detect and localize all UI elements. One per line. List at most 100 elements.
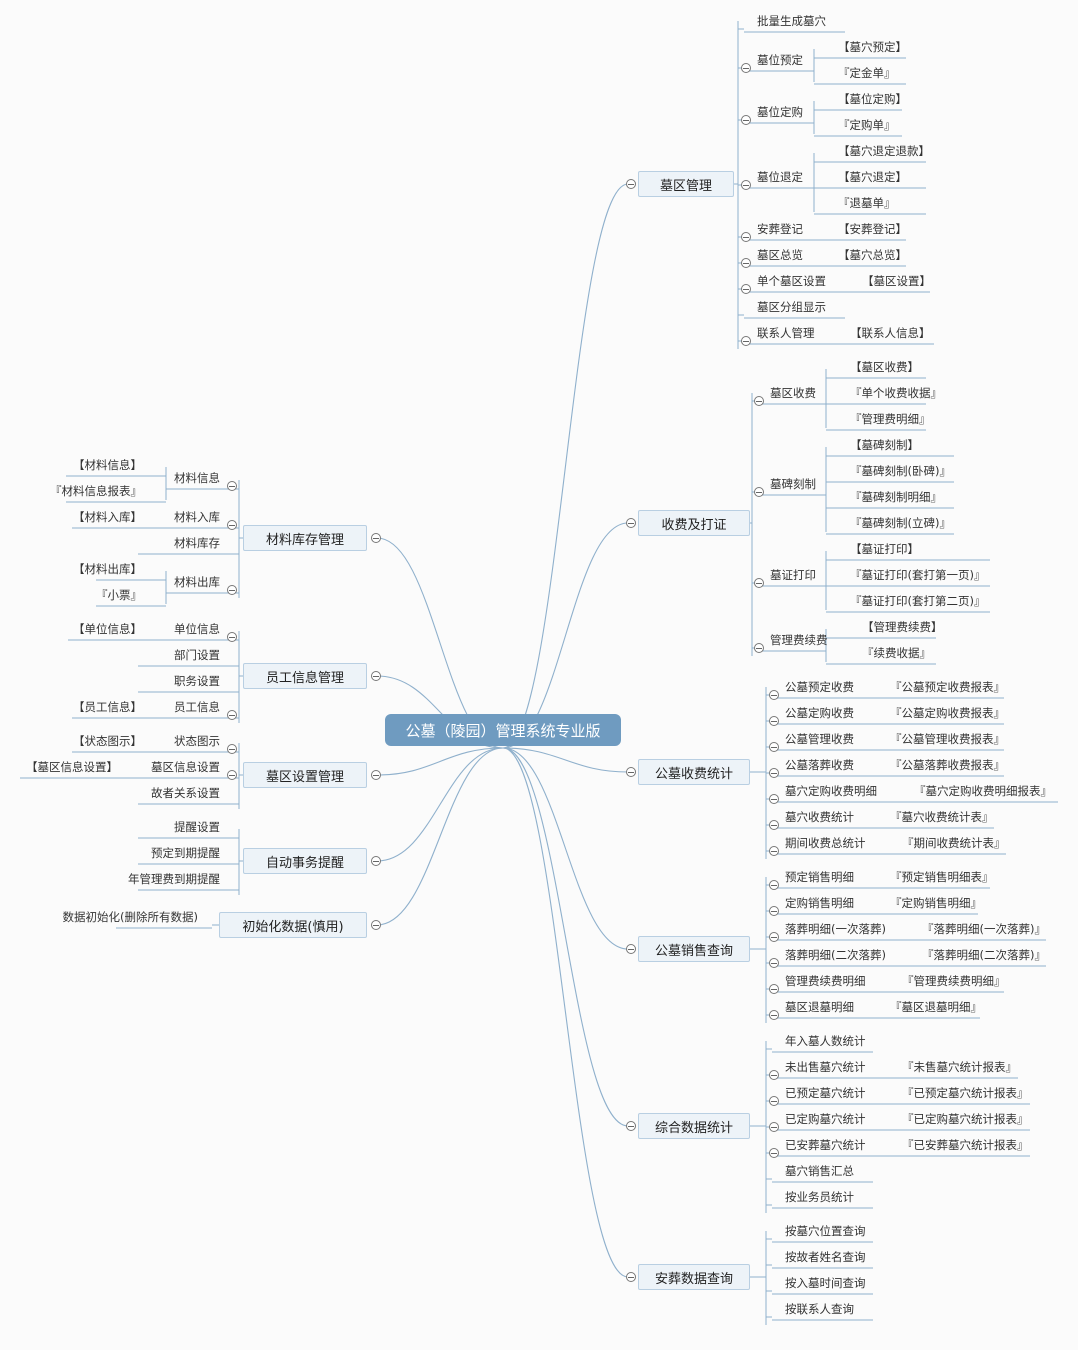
menu-item[interactable]: 职务设置 bbox=[174, 674, 220, 688]
menu-item[interactable]: 状态图示 bbox=[174, 734, 220, 748]
function-item[interactable]: 『已预定墓穴统计报表』 bbox=[902, 1086, 1029, 1100]
item-collapse-icon[interactable] bbox=[227, 520, 237, 530]
menu-item[interactable]: 按业务员统计 bbox=[785, 1190, 854, 1204]
menu-item[interactable]: 员工信息 bbox=[174, 700, 220, 714]
item-collapse-icon[interactable] bbox=[769, 932, 779, 942]
function-item[interactable]: 【管理费续费】 bbox=[862, 620, 943, 634]
menu-item[interactable]: 墓区收费 bbox=[770, 386, 816, 400]
menu-item[interactable]: 公墓落葬收费 bbox=[785, 758, 854, 772]
function-item[interactable]: 『退墓单』 bbox=[838, 196, 896, 210]
item-collapse-icon[interactable] bbox=[769, 1122, 779, 1132]
function-item[interactable]: 『管理费明细』 bbox=[850, 412, 931, 426]
function-item[interactable]: 【墓区设置】 bbox=[862, 274, 931, 288]
item-collapse-icon[interactable] bbox=[227, 585, 237, 595]
item-collapse-icon[interactable] bbox=[769, 768, 779, 778]
branch-mqgl[interactable]: 墓区管理 bbox=[638, 171, 734, 197]
function-item[interactable]: 『墓证打印(套打第二页)』 bbox=[850, 594, 986, 608]
menu-item[interactable]: 按故者姓名查询 bbox=[785, 1250, 866, 1264]
item-collapse-icon[interactable] bbox=[741, 258, 751, 268]
function-item[interactable]: 『材料信息报表』 bbox=[50, 484, 142, 498]
menu-item[interactable]: 管理费续费明细 bbox=[785, 974, 866, 988]
branch-gmxs[interactable]: 公墓销售查询 bbox=[638, 936, 750, 962]
item-collapse-icon[interactable] bbox=[754, 487, 764, 497]
menu-item[interactable]: 联系人管理 bbox=[757, 326, 815, 340]
function-item[interactable]: 『管理费续费明细』 bbox=[902, 974, 1006, 988]
function-item[interactable]: 『落葬明细(二次落葬)』 bbox=[922, 948, 1046, 962]
menu-item[interactable]: 预定销售明细 bbox=[785, 870, 854, 884]
item-collapse-icon[interactable] bbox=[741, 232, 751, 242]
function-item[interactable]: 『墓证打印(套打第一页)』 bbox=[850, 568, 986, 582]
menu-item[interactable]: 材料库存 bbox=[174, 536, 220, 550]
menu-item[interactable]: 已定购墓穴统计 bbox=[785, 1112, 866, 1126]
function-item[interactable]: 『单个收费收据』 bbox=[850, 386, 942, 400]
menu-item[interactable]: 公墓定购收费 bbox=[785, 706, 854, 720]
item-collapse-icon[interactable] bbox=[227, 744, 237, 754]
function-item[interactable]: 【墓穴退定】 bbox=[838, 170, 907, 184]
function-item[interactable]: 【墓区收费】 bbox=[850, 360, 919, 374]
item-collapse-icon[interactable] bbox=[769, 1070, 779, 1080]
branch-mqsz[interactable]: 墓区设置管理 bbox=[243, 762, 367, 788]
function-item[interactable]: 『未售墓穴统计报表』 bbox=[902, 1060, 1017, 1074]
branch-zhsj[interactable]: 综合数据统计 bbox=[638, 1113, 750, 1139]
item-collapse-icon[interactable] bbox=[227, 710, 237, 720]
function-item[interactable]: 『定购销售明细』 bbox=[890, 896, 982, 910]
function-item[interactable]: 【材料入库】 bbox=[73, 510, 142, 524]
menu-item[interactable]: 预定到期提醒 bbox=[151, 846, 220, 860]
menu-item[interactable]: 墓穴收费统计 bbox=[785, 810, 854, 824]
item-collapse-icon[interactable] bbox=[769, 984, 779, 994]
item-collapse-icon[interactable] bbox=[769, 846, 779, 856]
menu-item[interactable]: 材料出库 bbox=[174, 575, 220, 589]
branch-clkc[interactable]: 材料库存管理 bbox=[243, 525, 367, 551]
menu-item[interactable]: 提醒设置 bbox=[174, 820, 220, 834]
item-collapse-icon[interactable] bbox=[741, 284, 751, 294]
branch-ygxx[interactable]: 员工信息管理 bbox=[243, 663, 367, 689]
function-item[interactable]: 『墓区退墓明细』 bbox=[890, 1000, 982, 1014]
item-collapse-icon[interactable] bbox=[741, 180, 751, 190]
function-item[interactable]: 『墓碑刻制明细』 bbox=[850, 490, 942, 504]
menu-item[interactable]: 墓穴定购收费明细 bbox=[785, 784, 877, 798]
branch-collapse-icon[interactable] bbox=[371, 671, 381, 681]
menu-item[interactable]: 按墓穴位置查询 bbox=[785, 1224, 866, 1238]
function-item[interactable]: 『预定销售明细表』 bbox=[890, 870, 994, 884]
menu-item[interactable]: 故者关系设置 bbox=[151, 786, 220, 800]
item-collapse-icon[interactable] bbox=[769, 1010, 779, 1020]
menu-item[interactable]: 墓位退定 bbox=[757, 170, 803, 184]
menu-item[interactable]: 年入墓人数统计 bbox=[785, 1034, 866, 1048]
menu-item[interactable]: 材料入库 bbox=[174, 510, 220, 524]
menu-item[interactable]: 年管理费到期提醒 bbox=[128, 872, 220, 886]
branch-collapse-icon[interactable] bbox=[626, 179, 636, 189]
menu-item[interactable]: 单个墓区设置 bbox=[757, 274, 826, 288]
branch-collapse-icon[interactable] bbox=[626, 518, 636, 528]
branch-collapse-icon[interactable] bbox=[626, 1272, 636, 1282]
branch-azsj[interactable]: 安葬数据查询 bbox=[638, 1264, 750, 1290]
function-item[interactable]: 【材料出库】 bbox=[73, 562, 142, 576]
menu-item[interactable]: 落葬明细(二次落葬) bbox=[785, 948, 886, 962]
item-collapse-icon[interactable] bbox=[769, 1096, 779, 1106]
item-collapse-icon[interactable] bbox=[769, 820, 779, 830]
menu-item[interactable]: 已安葬墓穴统计 bbox=[785, 1138, 866, 1152]
branch-collapse-icon[interactable] bbox=[371, 856, 381, 866]
menu-item[interactable]: 公墓预定收费 bbox=[785, 680, 854, 694]
function-item[interactable]: 『续费收据』 bbox=[862, 646, 931, 660]
function-item[interactable]: 『公墓定购收费报表』 bbox=[890, 706, 1005, 720]
item-collapse-icon[interactable] bbox=[769, 958, 779, 968]
function-item[interactable]: 【材料信息】 bbox=[73, 458, 142, 472]
function-item[interactable]: 【联系人信息】 bbox=[850, 326, 931, 340]
branch-collapse-icon[interactable] bbox=[626, 767, 636, 777]
menu-item[interactable]: 部门设置 bbox=[174, 648, 220, 662]
item-collapse-icon[interactable] bbox=[227, 770, 237, 780]
branch-csh[interactable]: 初始化数据(慎用) bbox=[219, 912, 367, 938]
function-item[interactable]: 『已安葬墓穴统计报表』 bbox=[902, 1138, 1029, 1152]
item-collapse-icon[interactable] bbox=[769, 794, 779, 804]
menu-item[interactable]: 墓区总览 bbox=[757, 248, 803, 262]
menu-item[interactable]: 墓位预定 bbox=[757, 53, 803, 67]
function-item[interactable]: 『小票』 bbox=[96, 588, 142, 602]
function-item[interactable]: 【墓穴预定】 bbox=[838, 40, 907, 54]
function-item[interactable]: 【墓穴总览】 bbox=[838, 248, 907, 262]
function-item[interactable]: 『已定购墓穴统计报表』 bbox=[902, 1112, 1029, 1126]
menu-item[interactable]: 墓证打印 bbox=[770, 568, 816, 582]
function-item[interactable]: 【安葬登记】 bbox=[838, 222, 907, 236]
menu-item[interactable]: 墓位定购 bbox=[757, 105, 803, 119]
item-collapse-icon[interactable] bbox=[741, 63, 751, 73]
item-collapse-icon[interactable] bbox=[227, 632, 237, 642]
